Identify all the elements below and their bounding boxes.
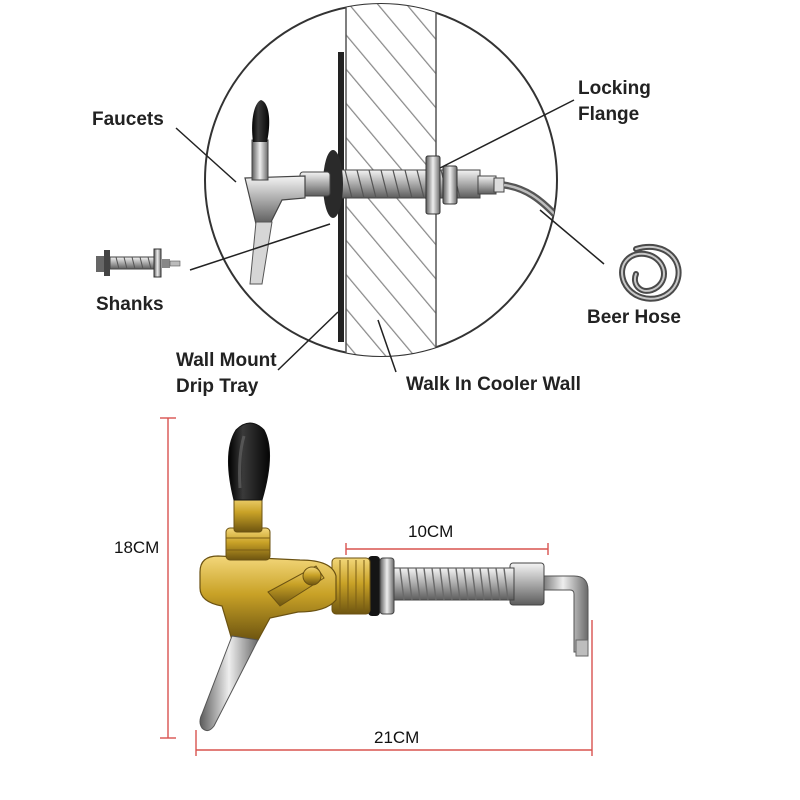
drip-tray-label-line1: Wall Mount — [176, 350, 277, 371]
faucets-label: Faucets — [92, 109, 164, 130]
drip-tray-leader — [277, 311, 339, 371]
faucet-spout — [199, 635, 259, 732]
product-photo: 18CM 10CM 21CM — [114, 417, 593, 756]
locking-flange-label-line2: Flange — [578, 104, 639, 125]
beer-hose-coil — [619, 244, 682, 302]
dimension-lines — [160, 417, 593, 756]
faucets-leader — [175, 127, 237, 183]
locking-flange-nut — [425, 155, 441, 215]
locking-flange-label-line1: Locking — [578, 78, 651, 99]
total-length-dimension-label: 21CM — [374, 728, 419, 747]
shank-length-dimension-label: 10CM — [408, 522, 453, 541]
shank-assembly — [323, 150, 557, 223]
brass-collar — [225, 527, 271, 561]
shanks-leader — [189, 223, 331, 271]
beer-hose-leader — [539, 209, 605, 265]
faucet-illustration — [244, 100, 331, 285]
shank-nut — [509, 562, 545, 606]
threaded-shank — [391, 567, 515, 601]
shank-thumbnail — [96, 248, 181, 278]
cooler-wall-label: Walk In Cooler Wall — [406, 374, 581, 395]
handle-stem — [233, 495, 263, 533]
installation-diagram: Faucets Shanks Locking Flange Beer Hose … — [92, 3, 682, 397]
hose-barb — [537, 575, 589, 653]
height-dimension-label: 18CM — [114, 538, 159, 557]
cooler-wall-leader — [377, 319, 397, 373]
locking-flange-leader — [439, 99, 575, 169]
drip-tray-label-line2: Drip Tray — [176, 376, 259, 397]
shanks-label: Shanks — [96, 294, 164, 315]
rubber-washer — [368, 556, 380, 616]
beer-hose-label: Beer Hose — [587, 307, 681, 328]
shank-threads — [399, 567, 509, 601]
tap-handle-knob — [227, 422, 271, 501]
